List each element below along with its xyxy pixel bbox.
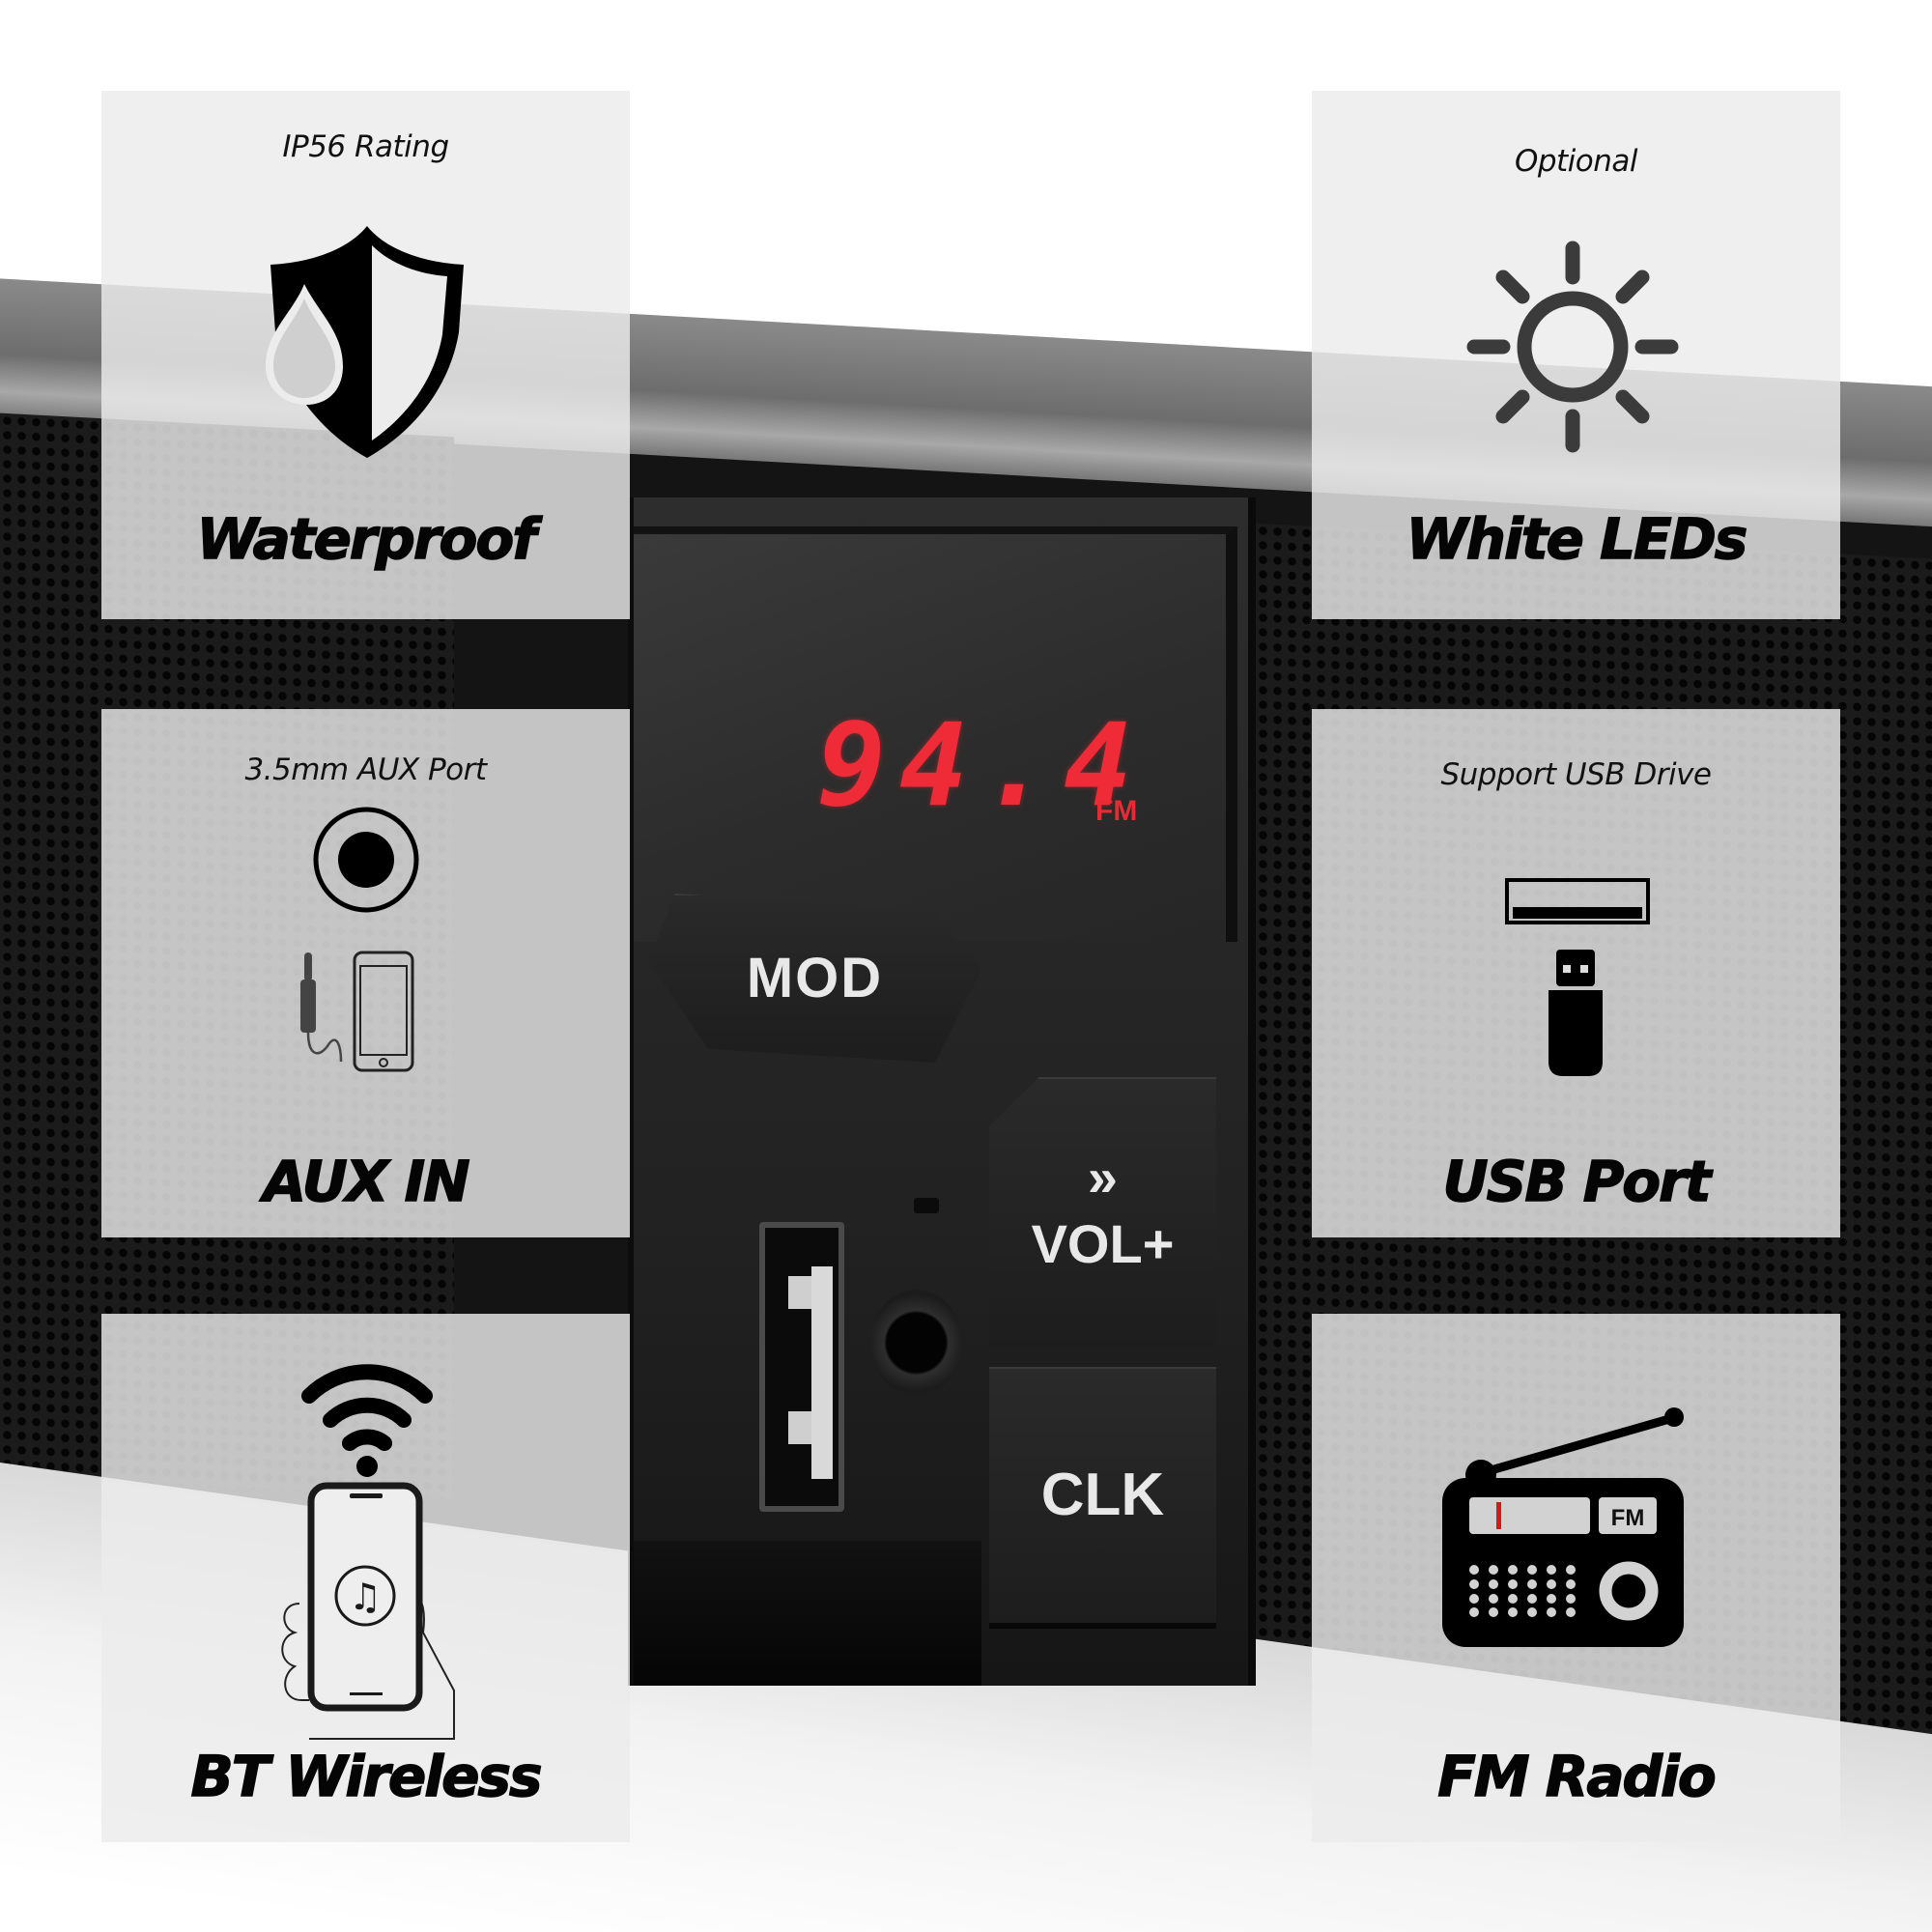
feature-waterproof: IP56 Rating Waterproof — [101, 91, 630, 619]
radio-band-label: FM — [1611, 1505, 1645, 1531]
band-indicator: FM — [1095, 795, 1138, 827]
feature-title: USB Port — [1442, 1148, 1712, 1215]
feature-title: BT Wireless — [190, 1743, 544, 1810]
aux-port[interactable] — [870, 1290, 962, 1396]
usb-tongue — [811, 1266, 833, 1479]
radio-icon: FM — [1442, 1407, 1684, 1647]
mod-button-label: MOD — [746, 947, 884, 1009]
feature-aux-in: 3.5mm AUX Port AUX IN — [101, 709, 630, 1237]
feature-subtitle: Support USB Drive — [1440, 757, 1712, 792]
aux-cable-phone-icon — [300, 951, 414, 1072]
usb-port[interactable] — [759, 1222, 844, 1512]
feature-title: Waterproof — [196, 505, 537, 573]
usb-pin — [788, 1276, 813, 1309]
sun-icon — [1466, 241, 1679, 453]
svg-text:♫: ♫ — [349, 1576, 382, 1618]
volume-up-next-button[interactable]: » VOL+ — [989, 1077, 1216, 1348]
feature-subtitle: 3.5mm AUX Port — [244, 753, 487, 787]
feature-usb-port: Support USB Drive USB Port — [1312, 709, 1840, 1237]
lcd-display: 94.4 FM — [634, 526, 1237, 942]
fast-forward-icon: » — [1087, 1146, 1119, 1208]
feature-white-leds: Optional White LEDs — [1312, 91, 1840, 619]
status-led — [914, 1198, 939, 1213]
feature-title: FM Radio — [1436, 1743, 1717, 1810]
clock-button-label: CLK — [1040, 1462, 1165, 1528]
feature-subtitle: Optional — [1514, 144, 1638, 179]
mod-power-button[interactable]: MOD — [648, 894, 981, 1063]
control-panel: 94.4 FM MOD » VOL+ CLK — [628, 497, 1256, 1686]
feature-subtitle: IP56 Rating — [282, 129, 449, 164]
wireless-phone-music-icon: ♫ — [281, 1364, 455, 1740]
mounting-clip — [634, 1541, 981, 1686]
shield-water-icon — [266, 226, 464, 458]
clock-button[interactable]: CLK — [989, 1367, 1216, 1623]
feature-fm-radio: FM FM Radio — [1312, 1314, 1840, 1842]
feature-bt-wireless: ♫ BT Wireless — [101, 1314, 630, 1842]
usb-pin — [788, 1411, 813, 1444]
usb-drive-icon — [1505, 878, 1650, 1076]
aux-jack-icon — [313, 807, 419, 913]
frequency-readout: 94.4 — [817, 698, 1147, 832]
feature-title: AUX IN — [263, 1148, 471, 1215]
vol-up-label: VOL+ — [1031, 1212, 1175, 1274]
feature-title: White LEDs — [1406, 505, 1748, 573]
